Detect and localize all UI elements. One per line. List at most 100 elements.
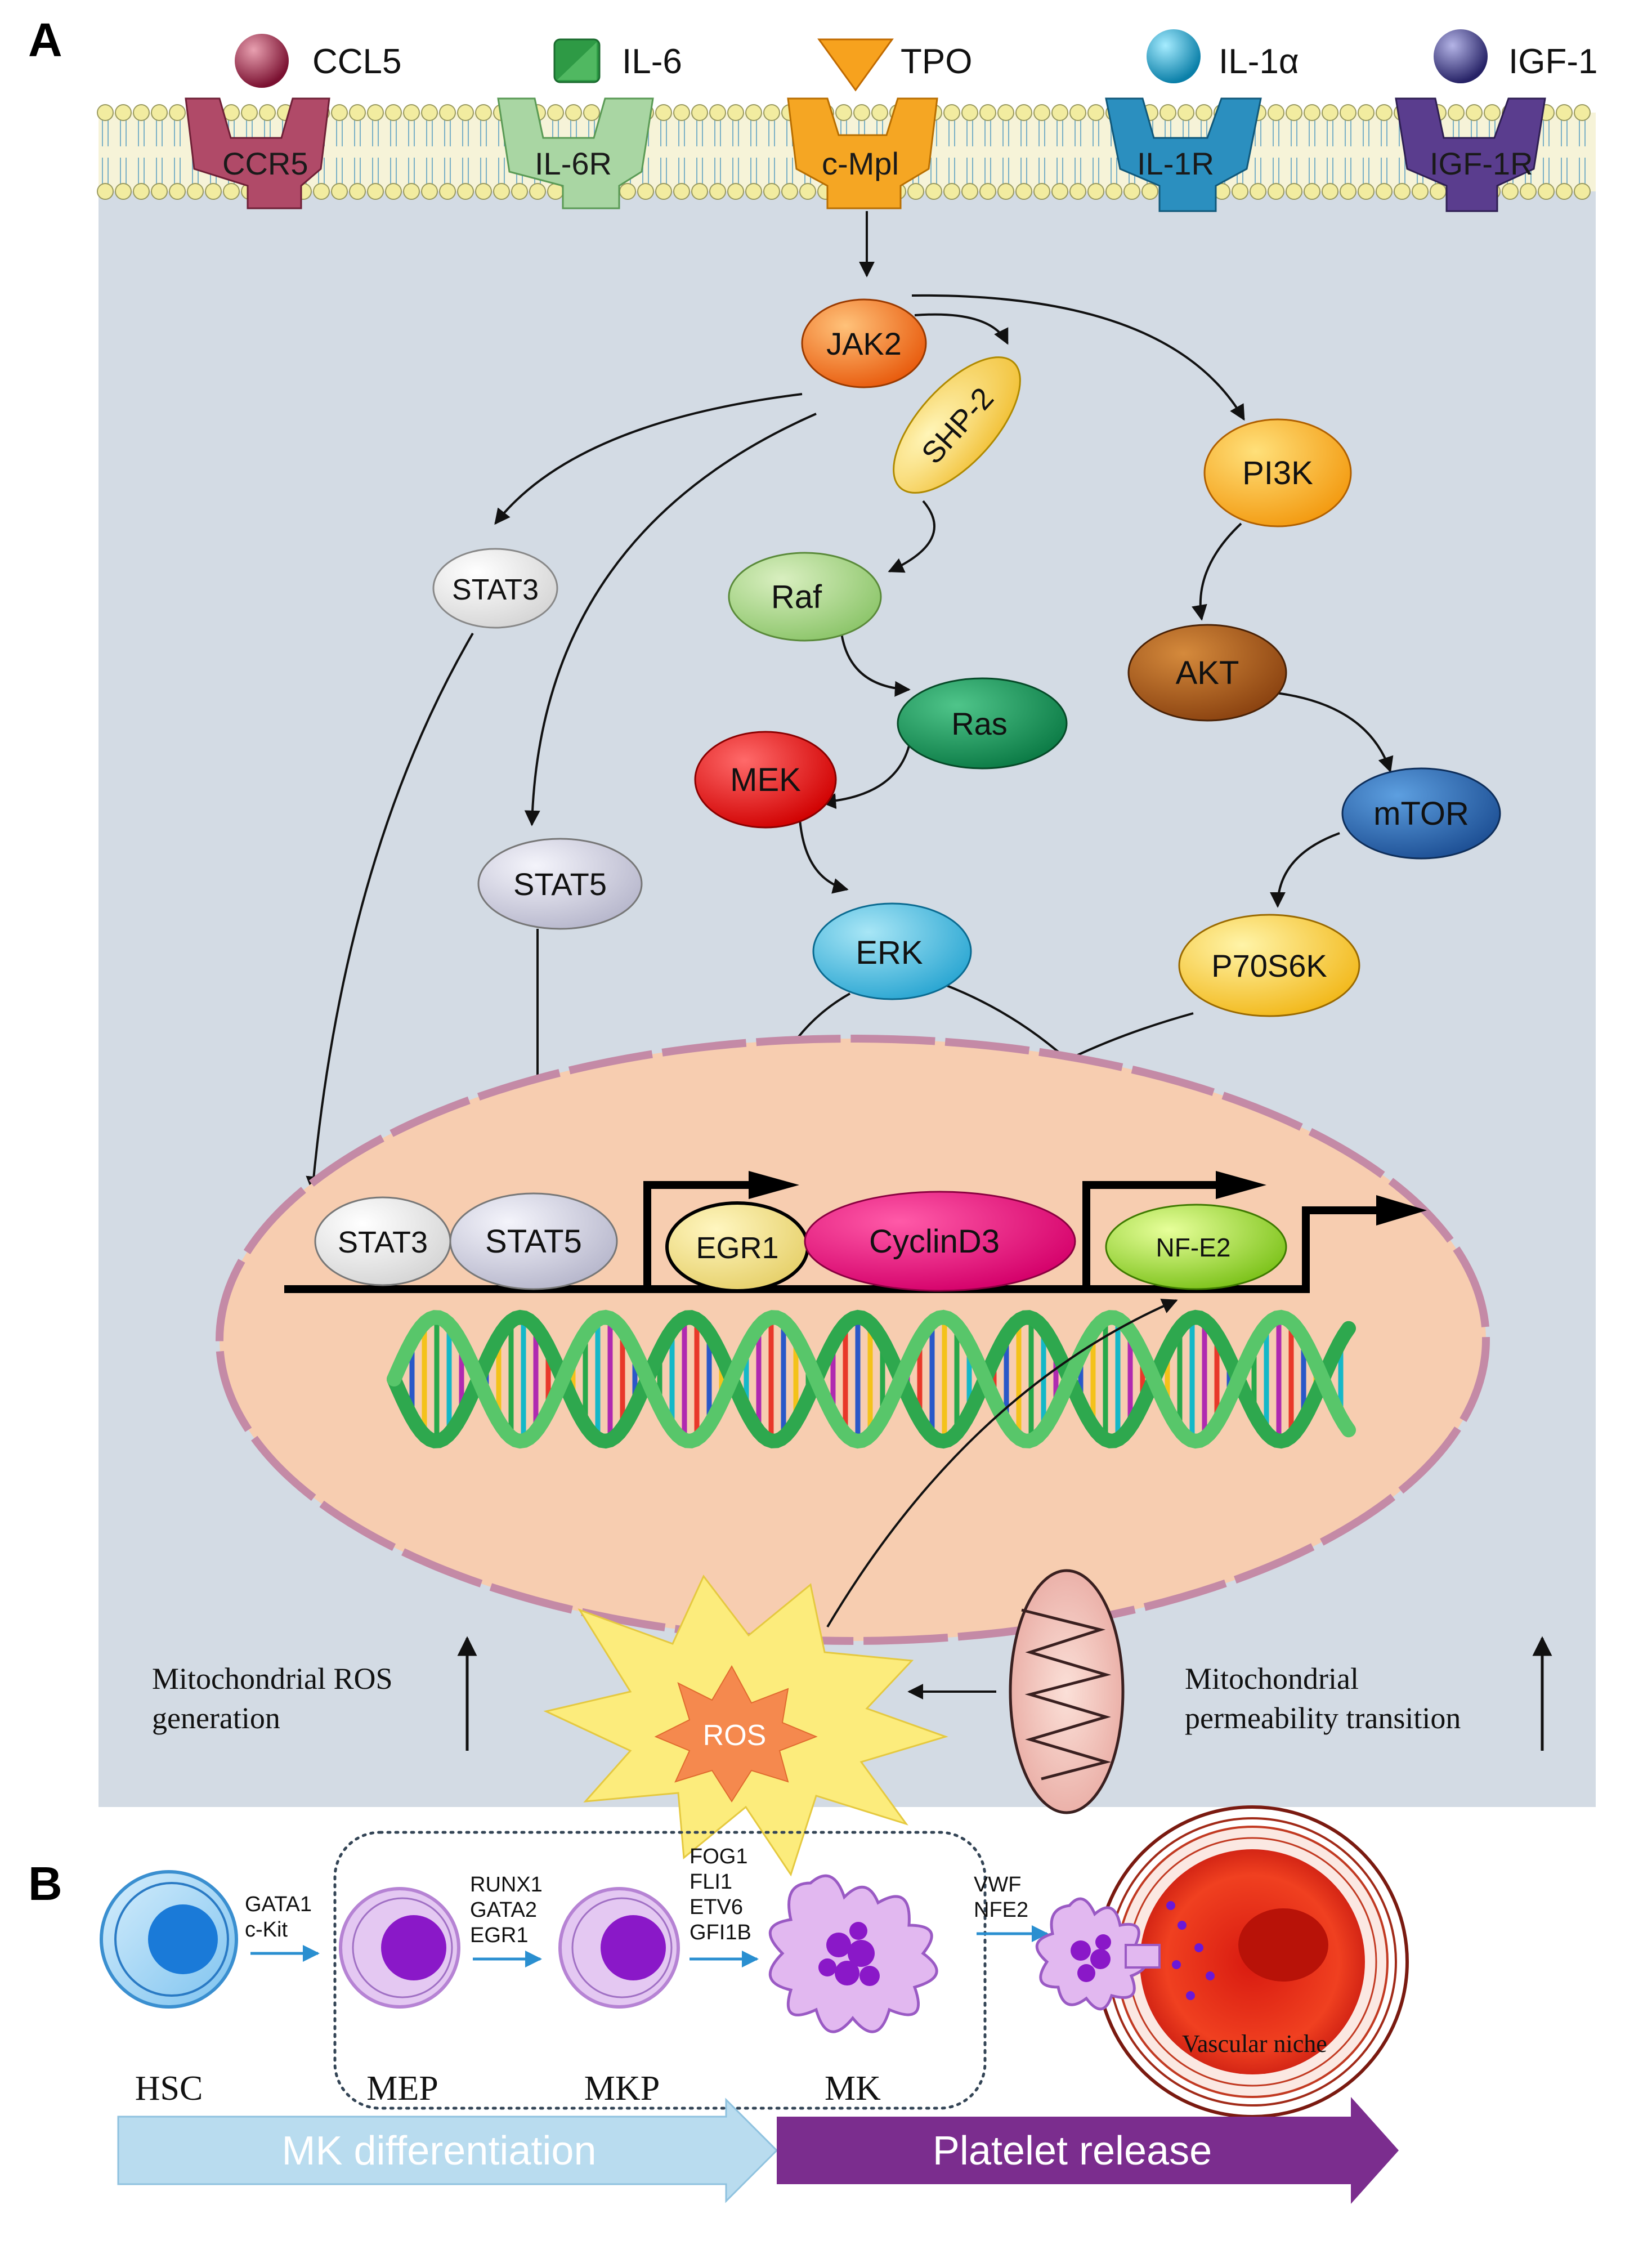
node-erk: ERK — [812, 902, 972, 1000]
mtor-shape — [1341, 767, 1501, 860]
arrow-jak2-pi3k — [911, 294, 1245, 421]
igf1r-receptor-icon — [1395, 97, 1546, 212]
stat3-shape — [432, 548, 558, 629]
ros-inner-icon — [654, 1665, 818, 1803]
ligand-label-il6: IL-6 — [622, 42, 682, 81]
ligand-label-ccl5: CCL5 — [312, 42, 402, 81]
node-label-erk: ERK — [856, 934, 923, 971]
erk-shape — [812, 902, 972, 1000]
arrow-jak2-stat3 — [494, 393, 803, 525]
mito-note: Mitochondrial permeability transition — [1185, 1636, 1552, 1751]
ros-label: ROS — [703, 1719, 767, 1752]
p70s6k-shape — [1178, 914, 1360, 1017]
mek-shape — [694, 731, 837, 829]
nuc-egr1: EGR1 — [665, 1201, 809, 1293]
ligand-label-igf1: IGF-1 — [1508, 42, 1597, 81]
transcription-lines — [284, 1171, 1427, 1293]
pathway-arrows — [306, 211, 1394, 1201]
mitochondrion-icon — [1009, 1569, 1125, 1814]
nucleus-envelope — [216, 1035, 1490, 1645]
arrow-ras-mek — [820, 745, 910, 810]
node-label-stat3: STAT3 — [452, 574, 539, 606]
cell-label-mk: MK — [825, 2069, 881, 2108]
igf1-sphere-icon — [1434, 29, 1488, 83]
factor-mkp-mk-1: FLI1 — [690, 1870, 732, 1894]
cell-mk-icon — [768, 1874, 938, 2033]
factor-mep-mkp-2: EGR1 — [470, 1924, 528, 1947]
nuc-cyclind3-shape — [804, 1191, 1076, 1292]
nucleus — [216, 1035, 1490, 1645]
il1a-sphere-icon — [1147, 29, 1201, 83]
progenitor-dotted-box — [333, 1831, 987, 2110]
vascular-niche: Vascular niche — [1096, 1805, 1409, 2118]
factor-hsc-mep-1: c-Kit — [245, 1918, 288, 1942]
nuc-stat5: STAT5 — [449, 1192, 618, 1290]
node-stat3: STAT3 — [432, 548, 558, 629]
ligand-ccl5: CCL5 — [235, 34, 402, 88]
ligand-tpo: TPO — [817, 38, 972, 92]
platelet-release-arrow: Platelet release — [777, 2097, 1399, 2204]
il6r-receptor-icon — [497, 97, 654, 209]
factor-mkp-mk-2: ETV6 — [690, 1895, 743, 1919]
nuc-label-cyclind3: CyclinD3 — [869, 1223, 1000, 1260]
factor-mk-platelet-1: NFE2 — [974, 1898, 1028, 1922]
node-mtor: mTOR — [1341, 767, 1501, 860]
platelet-release-arrow-shape — [777, 2097, 1399, 2204]
platelet-mk-icon — [1035, 1897, 1161, 2011]
factor-mep-mkp-1: GATA2 — [470, 1898, 537, 1922]
node-mek: MEK — [694, 731, 837, 829]
node-label-mek: MEK — [730, 762, 801, 798]
ros-note-line1: Mitochondrial ROS — [152, 1662, 393, 1696]
receptor-c-mpl: c-Mpl — [787, 97, 938, 209]
factor-mkp-mk-3: GFI1B — [690, 1921, 751, 1944]
il1r-receptor-icon — [1105, 97, 1262, 212]
ros-burst: ROS — [543, 1575, 948, 1877]
ros-note-line2: generation — [152, 1701, 280, 1735]
vascular-niche-label: Vascular niche — [1182, 2030, 1327, 2058]
shp2-shape — [893, 356, 1021, 494]
pi3k-shape — [1203, 418, 1352, 527]
factor-hsc-mep-0: GATA1 — [245, 1893, 312, 1916]
node-label-jak2: JAK2 — [826, 326, 902, 361]
ligand-il6: IL-6 — [553, 38, 682, 83]
cell-label-mkp: MKP — [584, 2069, 660, 2108]
arrow-stat3-nuc — [306, 632, 474, 1192]
ccl5-sphere-icon — [235, 34, 289, 88]
panel-a-label: A — [28, 14, 62, 66]
panel-b-label: B — [28, 1857, 62, 1910]
akt-shape — [1127, 624, 1287, 722]
jak2-shape — [801, 298, 927, 388]
node-p70s6k: P70S6K — [1178, 914, 1360, 1017]
node-label-mtor: mTOR — [1373, 795, 1469, 832]
receptor-label-c-mpl: c-Mpl — [822, 146, 899, 181]
receptor-label-ccr5: CCR5 — [222, 146, 308, 181]
node-raf: Raf — [728, 552, 882, 642]
receptor-label-il1r: IL-1R — [1137, 146, 1214, 181]
arrow-raf-ras — [840, 633, 911, 697]
receptor-ccr5: CCR5 — [185, 97, 330, 209]
mito-note-line2: permeability transition — [1185, 1701, 1461, 1735]
mito-note-line1: Mitochondrial — [1185, 1662, 1359, 1696]
nuc-label-egr1: EGR1 — [696, 1231, 778, 1265]
arrow-shp2-raf — [888, 500, 935, 573]
dna-helix-icon — [387, 1309, 1356, 1449]
cell-label-hsc: HSC — [135, 2069, 203, 2108]
raf-shape — [728, 552, 882, 642]
node-label-p70s6k: P70S6K — [1211, 948, 1327, 983]
arrow-ros-nfe2 — [826, 1299, 1178, 1628]
ras-shape — [897, 677, 1068, 770]
factor-mep-mkp-0: RUNX1 — [470, 1873, 543, 1897]
cell-label-mep: MEP — [366, 2069, 438, 2108]
node-label-stat5: STAT5 — [513, 866, 607, 902]
transcription-baseline — [284, 1181, 765, 1293]
arrow-jak2-stat5 — [524, 413, 817, 826]
factor-mkp-mk-0: FOG1 — [690, 1845, 747, 1868]
ligand-label-il1a: IL-1α — [1219, 42, 1299, 81]
c-mpl-receptor-icon — [787, 97, 938, 209]
tpo-triangle-icon — [817, 38, 894, 92]
arrow-pi3k-akt — [1192, 522, 1242, 621]
arrow-mtor-p70 — [1270, 832, 1340, 908]
arrow-mek-erk — [798, 810, 849, 894]
